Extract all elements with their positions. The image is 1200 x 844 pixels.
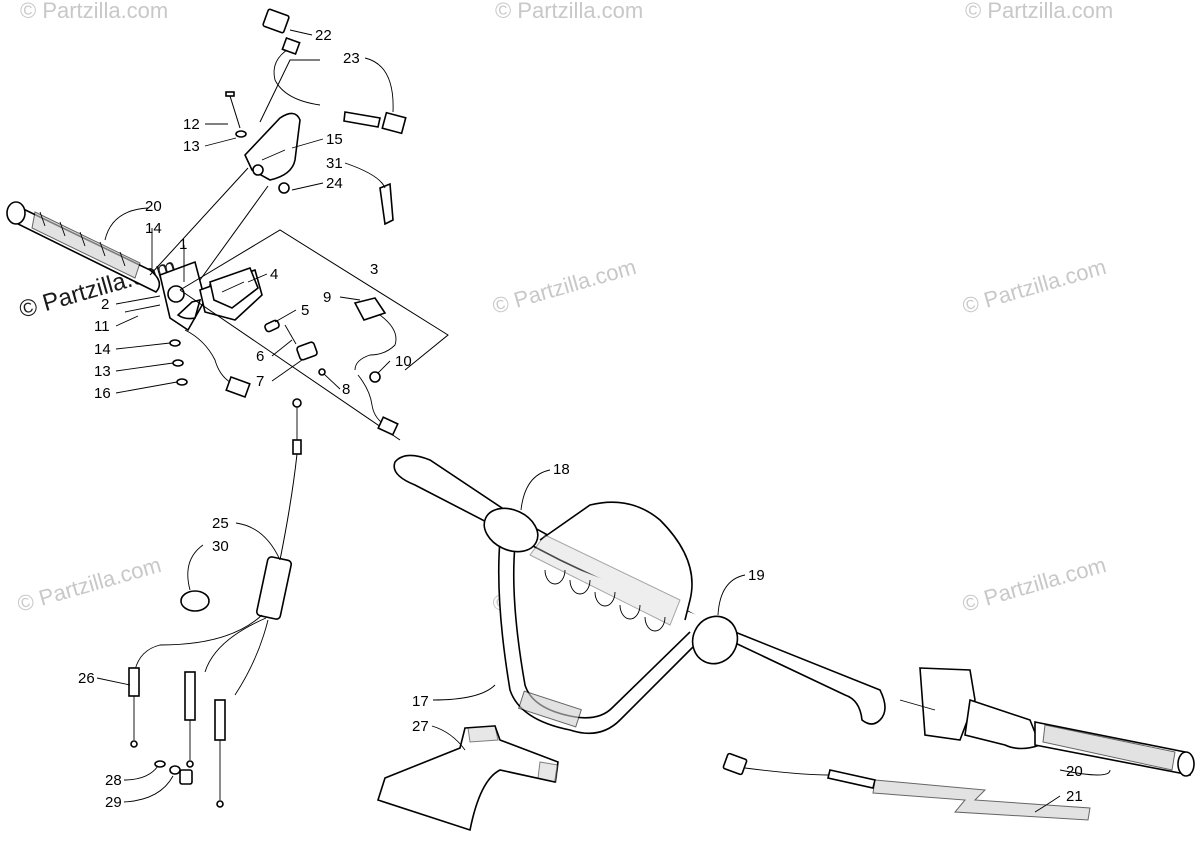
- pin-part-5: [264, 319, 280, 333]
- clamp-part-30: [180, 590, 210, 612]
- callout-10: 10: [395, 353, 412, 370]
- callout-19: 19: [748, 567, 765, 584]
- bracket-part-15: [244, 112, 301, 194]
- callout-7: 7: [256, 373, 264, 390]
- callout-5: 5: [301, 302, 309, 319]
- callout-20: 20: [145, 198, 162, 215]
- watermark: © Partzilla.com: [965, 0, 1113, 23]
- callout-21: 21: [1066, 788, 1083, 805]
- callout-6: 6: [256, 348, 264, 365]
- nut-part-24: [278, 182, 290, 194]
- callout-31: 31: [326, 155, 343, 172]
- pad-part-18: [483, 507, 539, 553]
- part-29: [169, 765, 181, 775]
- heater-element-part-21: [722, 752, 1091, 821]
- switch-assembly-box: [179, 229, 449, 441]
- callout-23: 23: [343, 50, 360, 67]
- screw-part-8: [318, 368, 326, 376]
- callout-29: 29: [105, 794, 122, 811]
- callout-2: 2: [101, 296, 109, 313]
- throttle-cable-part-25: [128, 398, 302, 808]
- watermark: © Partzilla.com: [959, 552, 1108, 617]
- callout-14b: 14: [94, 341, 111, 358]
- part-29b: [179, 769, 193, 785]
- screw-part-6: [284, 324, 297, 345]
- callout-14: 14: [145, 220, 162, 237]
- right-grip: [1034, 721, 1195, 777]
- callout-16: 16: [94, 385, 111, 402]
- callout-25: 25: [212, 515, 229, 532]
- switch-body-part-4: [209, 266, 259, 309]
- pad-cover-part-27: [376, 725, 559, 832]
- callout-11: 11: [94, 318, 110, 335]
- callout-18: 18: [553, 461, 570, 478]
- left-grip: [6, 201, 161, 293]
- callout-24: 24: [326, 175, 343, 192]
- cable-end-part-31: [379, 182, 394, 226]
- callout-30: 30: [212, 538, 229, 555]
- callout-17: 17: [412, 693, 429, 710]
- watermark: © Partzilla.com: [495, 0, 643, 23]
- callout-9: 9: [323, 289, 331, 306]
- callout-3: 3: [370, 261, 378, 278]
- callout-27: 27: [412, 718, 429, 735]
- callout-4: 4: [270, 266, 278, 283]
- callout-13: 13: [183, 138, 200, 155]
- pad-part-19: [691, 615, 739, 665]
- brake-master-cylinder: [899, 667, 1042, 750]
- washer-part-14: [169, 339, 181, 347]
- connector-part-22: [259, 8, 407, 135]
- callout-28: 28: [105, 772, 122, 789]
- nut-part-16: [176, 378, 188, 386]
- washer-part-13: [172, 359, 184, 367]
- callout-22: 22: [315, 27, 332, 44]
- callout-1: 1: [179, 236, 187, 253]
- callout-labels: 22 23 12 13 15 31 24 20 14 1 4 3 2 9 5 1…: [78, 27, 1083, 811]
- watermark: © Partzilla.com: [20, 0, 168, 23]
- part-28: [154, 760, 166, 768]
- watermark: © Partzilla.com: [959, 254, 1108, 319]
- clip-part-10: [369, 371, 381, 383]
- callout-15: 15: [326, 131, 343, 148]
- bolt-part-12: [225, 91, 247, 138]
- leader-lines: [149, 167, 269, 281]
- switch-part-7: [296, 341, 318, 361]
- handlebar-part-17: [393, 454, 886, 735]
- watermark: © Partzilla.com: [489, 254, 638, 319]
- leader-line-group: [96, 29, 1111, 813]
- switch-harness-part-9: [353, 297, 399, 436]
- watermark: © Partzilla.com: [14, 552, 163, 617]
- callout-13b: 13: [94, 363, 111, 380]
- callout-26: 26: [78, 670, 95, 687]
- callout-8: 8: [342, 381, 350, 398]
- callout-20b: 20: [1066, 763, 1083, 780]
- callout-12: 12: [183, 116, 200, 133]
